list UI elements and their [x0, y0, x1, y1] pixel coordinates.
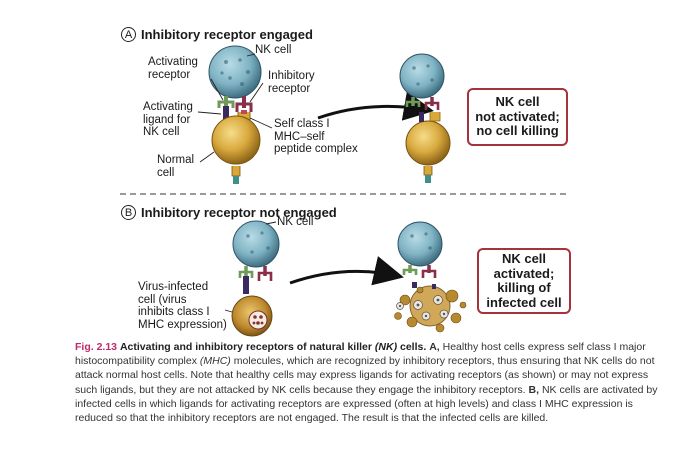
panel-b-arrow [289, 256, 404, 286]
label-line: cell [157, 166, 175, 179]
panel-b-nk-cell-after [397, 221, 443, 278]
caption-b-text: NK cells are activated by infected cells… [75, 383, 658, 425]
label-line: ligand for [143, 113, 191, 126]
panel-b-activating-receptor [238, 266, 254, 294]
panel-a-mhc-label: Self class I MHC–self peptide complex [274, 118, 358, 156]
panel-a-inhibitory-receptor-label: Inhibitory receptor [268, 70, 315, 95]
caption-figure-label: Fig. 2.13 [75, 341, 118, 353]
label-line: receptor [148, 68, 191, 81]
result-line: NK cell [495, 94, 540, 110]
panel-a-leader-lines [197, 53, 273, 163]
panel-a-normal-cell-after [405, 112, 451, 183]
panel-a-inhibitory-receptor [235, 96, 253, 112]
panel-b-title: Inhibitory receptor not engaged [141, 205, 337, 220]
caption-a-italic: (MHC) [199, 355, 231, 368]
panel-a-nk-cell [208, 45, 262, 99]
panel-b-result-box: NK cell activated; killing of infected c… [477, 248, 571, 314]
label-line: Normal [157, 154, 195, 166]
caption-title-pre: Activating and inhibitory receptors of n… [119, 341, 372, 353]
panel-a-heading: A Inhibitory receptor engaged [121, 27, 313, 42]
panel-a-activating-ligand [223, 106, 229, 122]
result-line: NK cell [501, 251, 547, 266]
panel-a-title: Inhibitory receptor engaged [141, 27, 313, 42]
label-line: Virus-infected [138, 281, 209, 293]
panel-a-normal-cell-label: Normal cell [157, 154, 194, 179]
panel-a-nk-cell-after [399, 53, 445, 110]
panel-a-nk-cell-label: NK cell [255, 44, 292, 56]
panel-a-letter: A [121, 27, 136, 42]
panel-b-killed-cell [394, 282, 467, 333]
label-line: NK cell [143, 126, 180, 138]
panel-b-leader-lines [224, 221, 277, 313]
panel-b-infected-cell [231, 295, 273, 337]
caption-title-italic: (NK) [374, 341, 398, 353]
caption-title: Activating and inhibitory receptors of n… [120, 341, 426, 353]
result-line: infected cell [486, 294, 562, 310]
label-line: MHC–self [274, 130, 325, 143]
panel-a-activating-receptor-label: Activating receptor [148, 56, 198, 81]
label-line: Inhibitory [268, 70, 315, 82]
panel-a-normal-cell [211, 115, 261, 184]
label-line: cell (virus [138, 293, 187, 306]
result-line: no cell killing [476, 123, 559, 139]
label-line: Activating [148, 56, 198, 68]
panel-a-result-box: NK cell not activated; no cell killing [467, 88, 568, 146]
caption-a-letter: A, [429, 341, 440, 353]
label-line: Self class I [274, 118, 330, 130]
result-line: activated; [493, 265, 555, 281]
label-line: receptor [268, 82, 311, 95]
panel-b-infected-cell-label: Virus-infected cell (virus inhibits clas… [138, 281, 227, 331]
caption-a-text-1: Healthy host cells express self class I … [75, 341, 646, 368]
panel-b-nk-cell-label: NK cell [277, 216, 314, 228]
panel-b-letter: B [121, 205, 136, 220]
panel-divider [120, 193, 566, 195]
result-line: not activated; [475, 108, 560, 124]
caption-title-post: cells. [400, 341, 427, 353]
diagram-artwork [197, 45, 467, 337]
label-line: inhibits class I [138, 306, 210, 318]
panel-b-heading: B Inhibitory receptor not engaged [121, 205, 337, 220]
panel-b-inhibitory-receptor [257, 266, 273, 281]
label-line: peptide complex [274, 143, 358, 155]
caption-b-letter: B, [528, 383, 540, 396]
caption-a-text-2: molecules, which are recognized by inhib… [75, 355, 655, 396]
label-line: Activating [143, 101, 193, 113]
panel-a-activating-ligand-label: Activating ligand for NK cell [143, 101, 193, 139]
panel-b-nk-cell [232, 220, 280, 268]
result-line: killing of [497, 280, 551, 295]
label-line: MHC expression) [138, 318, 227, 331]
figure-caption: Fig. 2.13 Activating and inhibitory rece… [75, 340, 670, 425]
figure: A Inhibitory receptor engaged NK cell Ac… [120, 27, 571, 337]
panel-a-arrow [317, 91, 434, 121]
